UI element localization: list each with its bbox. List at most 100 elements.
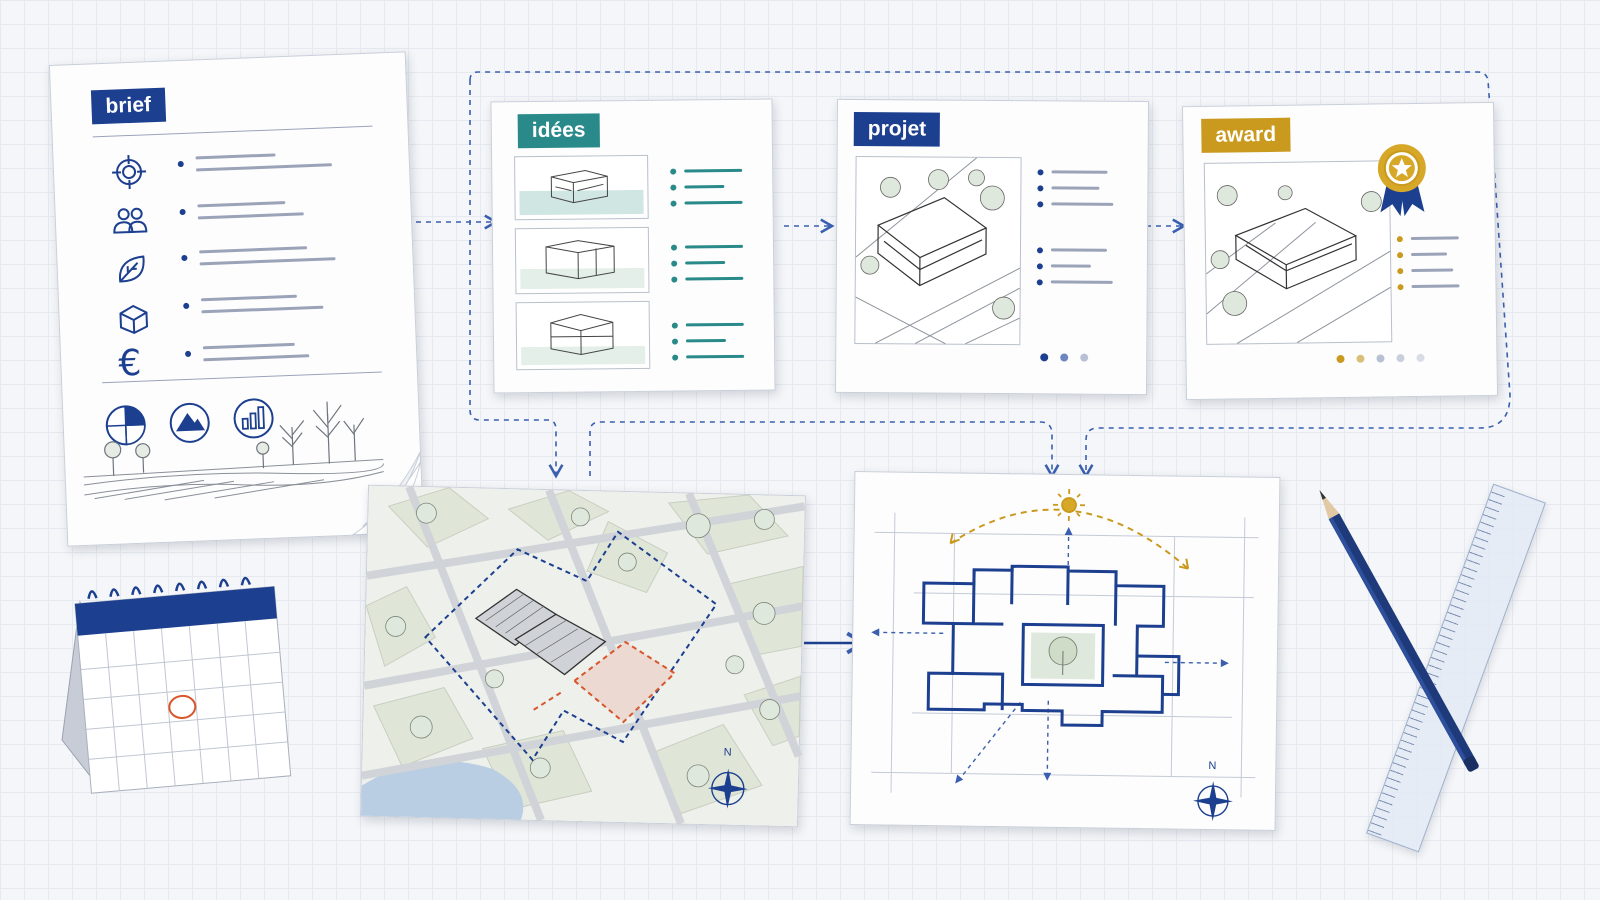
courtyard-tree [1030, 632, 1096, 680]
brief-tag: brief [90, 87, 166, 125]
page-indicator-dot [1376, 354, 1385, 363]
idees-sheet: idées [490, 98, 776, 394]
text-line [197, 212, 304, 220]
bullet [670, 244, 678, 251]
project-perspective-drawing [854, 156, 1022, 346]
mountain-chart-icon [169, 402, 210, 443]
page-indicator-dot [1416, 353, 1425, 362]
text-line [200, 294, 297, 302]
idea-sketch-thumbnail [514, 154, 649, 221]
bullet [1037, 185, 1044, 192]
text-line [195, 163, 332, 172]
bullet [671, 276, 678, 283]
bar-chart-icon [233, 398, 274, 439]
compass-north-label: N [723, 746, 732, 759]
water-area [361, 761, 524, 820]
bullet [670, 184, 677, 191]
bullet [181, 254, 188, 262]
text-line [199, 246, 308, 254]
page-indicator-dot [1336, 354, 1345, 364]
award-tag: award [1201, 117, 1291, 154]
compass-icon [1192, 781, 1233, 822]
bullet [672, 354, 679, 361]
brief-sheet: brief € [48, 51, 425, 547]
text-line [684, 168, 743, 173]
idea-sketch-thumbnail [514, 226, 650, 295]
text-line [203, 354, 310, 362]
connector-ideas-to-map [589, 421, 1060, 479]
text-line [685, 276, 744, 281]
projet-sheet: projet [834, 98, 1150, 396]
award-ribbon-icon [1377, 144, 1426, 217]
text-line [1411, 284, 1460, 289]
bullet [1397, 268, 1404, 275]
text-line [685, 261, 726, 265]
bullet [670, 168, 677, 175]
page-indicator-dot [1396, 354, 1405, 363]
compass-icon [707, 768, 748, 809]
bullet [1036, 247, 1043, 254]
pencil [1313, 487, 1480, 774]
sun-icon [1053, 489, 1086, 522]
bullet [671, 322, 678, 329]
bullet [1036, 279, 1043, 286]
text-line [197, 201, 286, 208]
page-indicator-dot [1040, 353, 1049, 362]
bullet [670, 200, 677, 207]
bullet [1036, 263, 1043, 270]
bullet [1037, 201, 1044, 208]
compass-north-label: N [1208, 760, 1217, 773]
brief-divider [102, 371, 382, 384]
bullet [184, 350, 192, 358]
text-line [201, 305, 324, 314]
text-line [195, 153, 276, 160]
floor-plan-sheet: N [849, 471, 1281, 831]
idea-sketch-thumbnail [515, 300, 651, 371]
desk-calendar [61, 560, 312, 800]
bullet [1397, 284, 1404, 291]
text-line [684, 200, 743, 205]
brief-divider [92, 125, 373, 138]
text-line [1410, 236, 1459, 241]
bullet [177, 160, 184, 168]
text-line [686, 354, 745, 359]
page-indicator-dot [1080, 353, 1089, 362]
text-line [1051, 202, 1114, 206]
people-icon [113, 207, 148, 234]
idees-tag: idées [517, 113, 600, 149]
award-perspective-drawing [1203, 160, 1393, 345]
bullet [179, 208, 186, 216]
text-line [1411, 252, 1448, 257]
bullet [1396, 236, 1403, 243]
landscape-sketch [83, 401, 384, 501]
text-line [1051, 186, 1100, 190]
text-line [202, 342, 295, 350]
text-line [1050, 264, 1091, 268]
text-line [685, 339, 727, 343]
text-line [1050, 248, 1107, 252]
outer-dashed-frame [469, 71, 1511, 479]
cube-icon [119, 304, 149, 335]
text-line [1411, 268, 1454, 273]
euro-icon: € [117, 342, 143, 385]
award-sheet: award [1181, 101, 1499, 401]
site-map-sheet: N [360, 484, 806, 828]
text-line [684, 244, 744, 249]
projet-tag: projet [853, 112, 941, 147]
page-indicator-dot [1060, 353, 1069, 362]
leaf-icon [118, 255, 145, 283]
bullet [183, 302, 190, 310]
connector-frame-to-map [469, 80, 564, 479]
proposed-building [474, 588, 607, 676]
bullet [671, 260, 678, 267]
text-line [684, 185, 725, 189]
bullet [671, 338, 679, 345]
extension-area [572, 640, 677, 724]
bullet [1037, 169, 1044, 176]
text-line [199, 257, 336, 266]
page-indicator-dot [1356, 354, 1365, 363]
text-line [685, 322, 744, 327]
bullet [1397, 252, 1404, 259]
text-line [1051, 170, 1108, 174]
pie-chart-icon [105, 405, 146, 446]
